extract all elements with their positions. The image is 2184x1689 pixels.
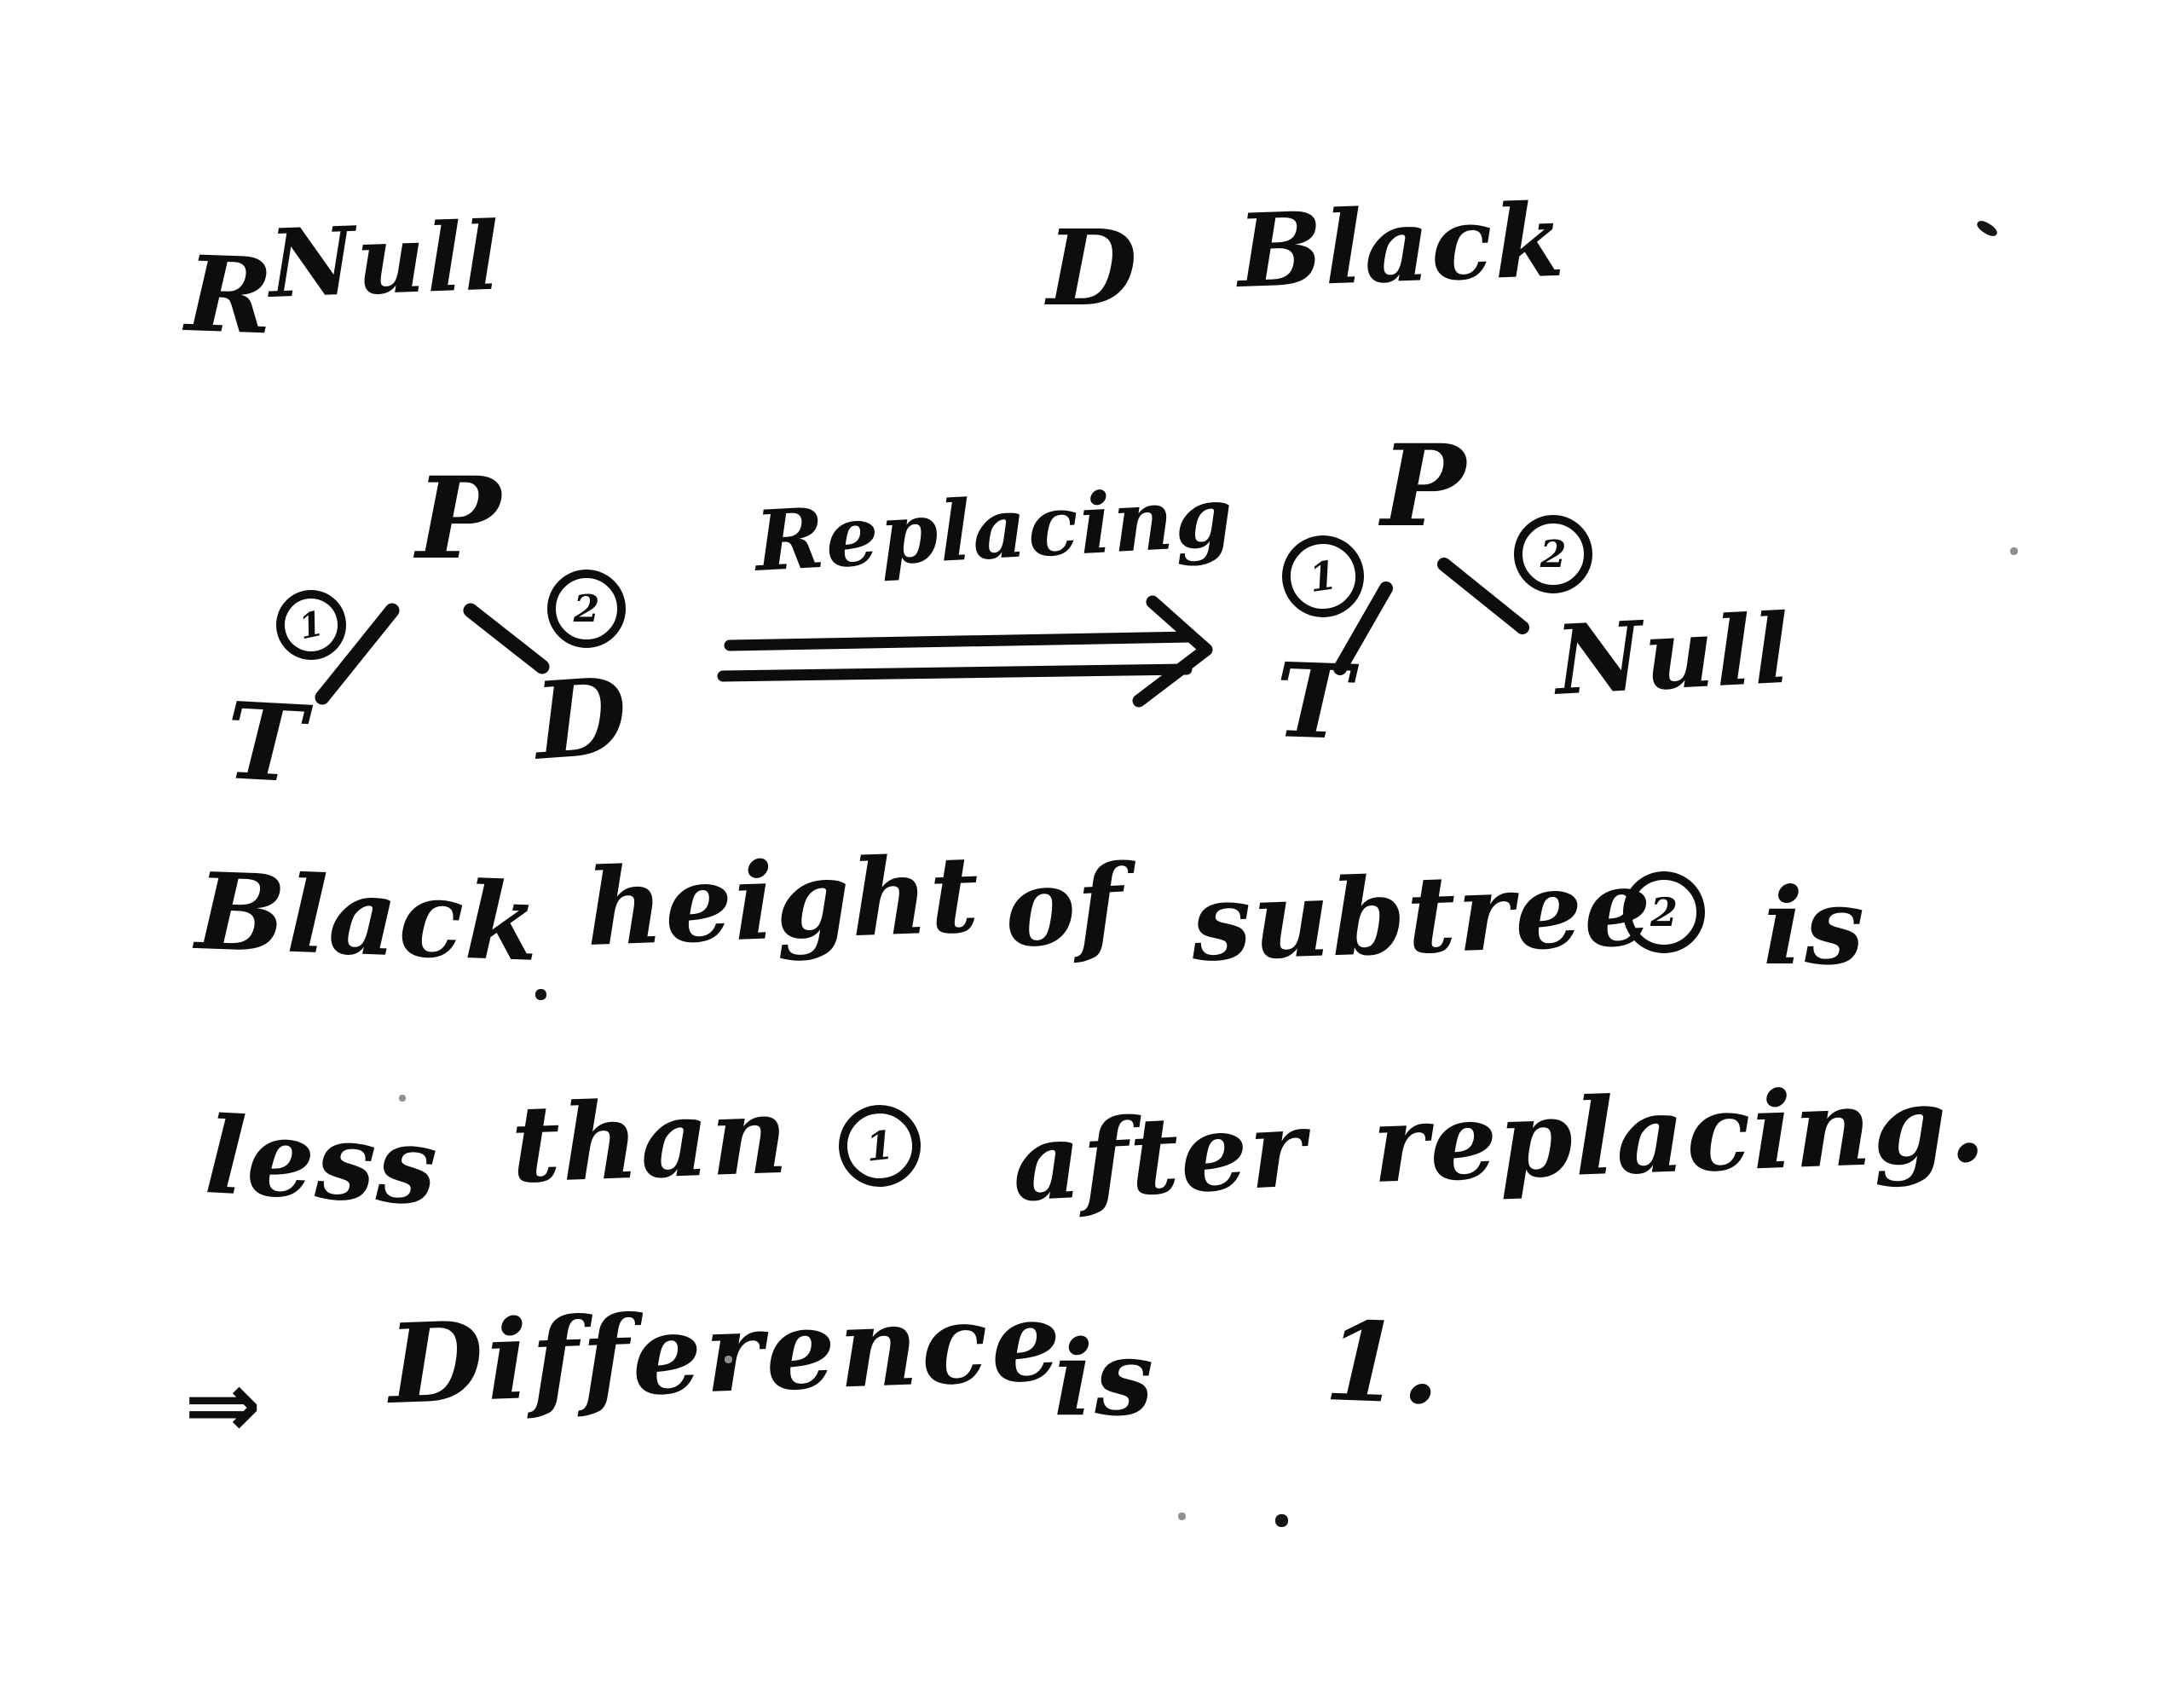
after-tree-right-child-node: Null — [1552, 593, 1794, 717]
note-line1-word-subtree: subtree — [1189, 846, 1655, 986]
before-tree-root-node: P — [416, 453, 503, 585]
note-line3-word-is: is — [1054, 1316, 1156, 1439]
note-line1-word-is: is — [1763, 865, 1866, 989]
ink-speck — [2010, 547, 2018, 555]
legend-left-value: Null — [267, 200, 503, 319]
note-line1-word-of: of — [1002, 842, 1128, 972]
after-tree-left-edge — [1333, 581, 1393, 675]
note-line2-word-replacing: replacing. — [1370, 1061, 1990, 1207]
note-line1-word-height: height — [584, 832, 983, 970]
after-tree-root-node: P — [1381, 420, 1468, 552]
note-line3-value-one: 1. — [1322, 1298, 1445, 1430]
ink-speck — [399, 1095, 406, 1102]
ink-speck — [1178, 1513, 1186, 1520]
legend-left-symbol: R — [183, 232, 276, 358]
ink-speck — [535, 989, 546, 1000]
replacing-arrow-label: Replacing — [753, 467, 1237, 590]
note-line2-word-than: than — [509, 1073, 792, 1207]
ink-speck — [725, 1356, 732, 1363]
after-tree-right-edge — [1437, 558, 1529, 634]
after-tree-left-child-node: T — [1273, 640, 1355, 764]
replacing-arrow-top-shaft — [724, 631, 1197, 651]
replacing-arrowhead-icon — [1132, 595, 1213, 708]
before-tree-left-edge — [315, 603, 400, 705]
legend-right-symbol: D — [1047, 206, 1139, 329]
note-line1-circled-2-badge: 2 — [1623, 871, 1705, 953]
after-right-subtree-badge: 2 — [1514, 515, 1592, 593]
legend-right-value: Black — [1235, 180, 1568, 310]
replacing-arrow-bottom-shaft — [717, 663, 1193, 682]
before-tree-right-child-node: D — [530, 654, 633, 784]
before-tree-right-edge — [463, 603, 550, 674]
ink-speck — [1275, 1514, 1288, 1527]
note-line2-word-less: less — [202, 1094, 442, 1230]
note-line2-word-after: after — [1009, 1086, 1310, 1226]
note-line1-word-black: Black — [194, 850, 543, 986]
implies-arrow-icon: ⇒ — [184, 1352, 263, 1459]
note-line3-word-difference: Difference — [386, 1277, 1066, 1429]
before-right-subtree-badge: 2 — [547, 570, 626, 648]
before-tree-left-child-node: T — [222, 680, 310, 807]
